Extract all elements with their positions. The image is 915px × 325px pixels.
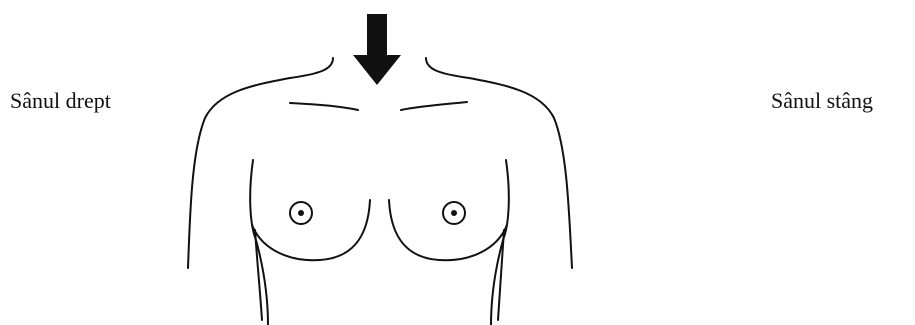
arm-inner-left — [498, 230, 504, 320]
arrow-down-icon — [353, 14, 401, 85]
nipple-right — [298, 210, 304, 216]
nipple-left — [451, 210, 457, 216]
clavicle-right — [290, 103, 358, 110]
neck-right-line — [188, 58, 333, 268]
torso-side-right — [250, 160, 268, 325]
clavicle-left — [401, 102, 467, 110]
neck-left-line — [426, 58, 572, 268]
breast-left-outline — [389, 200, 507, 260]
arm-inner-right — [255, 230, 262, 320]
